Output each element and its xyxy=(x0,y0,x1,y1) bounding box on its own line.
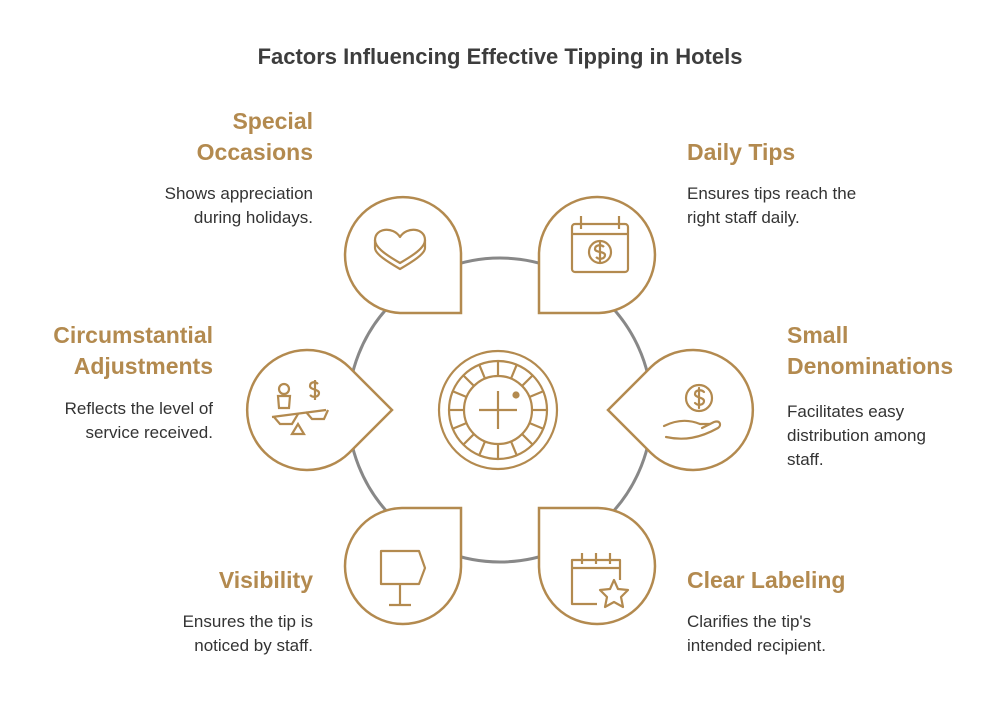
roulette-wheel-icon xyxy=(437,349,559,471)
wheel-tick xyxy=(462,433,475,446)
wheel-tick xyxy=(528,421,544,430)
heart-box-icon xyxy=(373,228,427,271)
wheel-tick xyxy=(452,421,468,430)
wheel-tick xyxy=(478,440,487,456)
factor-label-visibility: Visibility xyxy=(218,567,313,593)
balance-scale-icon xyxy=(271,380,330,436)
wheel-tick xyxy=(521,433,534,446)
lamp-icon xyxy=(379,549,427,607)
wheel-tick xyxy=(509,364,518,380)
wheel-tick xyxy=(509,440,518,456)
calendar-star-icon xyxy=(570,553,630,609)
pin-small-denominations xyxy=(606,348,755,472)
wheel-tick xyxy=(462,374,475,387)
pin-visibility xyxy=(343,506,463,626)
wheel-tick xyxy=(521,374,534,387)
wheel-tick xyxy=(478,364,487,380)
wheel-tick xyxy=(452,390,468,399)
calendar-dollar-icon xyxy=(570,216,630,274)
wheel-tick xyxy=(528,390,544,399)
factor-label-daily-tips: Daily Tips xyxy=(687,139,796,165)
pin-daily-tips xyxy=(537,195,657,315)
pin-clear-labeling xyxy=(537,506,657,626)
factor-label-clear-labeling: Clear Labeling xyxy=(687,567,846,593)
pin-circumstantial-adjustments xyxy=(245,348,394,472)
diagram-title: Factors Influencing Effective Tipping in… xyxy=(257,44,743,69)
pin-special-occasions xyxy=(343,195,463,315)
hand-coin-icon xyxy=(662,383,722,440)
